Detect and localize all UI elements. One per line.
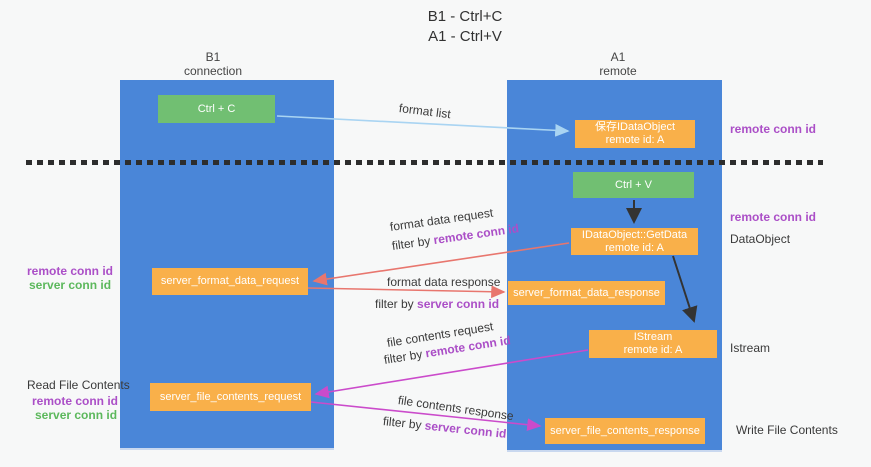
node-save-dataobject-line1: 保存IDataObject: [594, 121, 676, 133]
right-column-name: A1: [610, 50, 626, 64]
node-istream-line1: IStream: [633, 331, 673, 343]
label-read-file-contents: Read File Contents: [27, 378, 130, 392]
diagram-title: B1 - Ctrl+C A1 - Ctrl+V: [385, 7, 545, 47]
arrow-file-contents-request: [314, 349, 589, 399]
label-remote-conn-id-left-2: remote conn id: [32, 394, 119, 408]
label-istream: Istream: [730, 341, 771, 355]
caption-format-data-response: format data response: [387, 275, 501, 289]
node-server-format-data-request-label: server_format_data_request: [160, 275, 300, 287]
node-save-dataobject-line2: remote id: A: [605, 134, 665, 146]
arrow-format-list: [276, 115, 570, 137]
node-server-file-contents-response: server_file_contents_response: [545, 418, 705, 444]
left-column-role: connection: [183, 64, 243, 78]
arrow-format-data-request: [312, 242, 570, 286]
node-server-format-data-response: server_format_data_response: [508, 281, 665, 305]
right-column-header: A1 remote: [558, 50, 678, 78]
title-line-1: B1 - Ctrl+C: [427, 8, 503, 25]
node-getdata-line2: remote id: A: [605, 241, 664, 254]
label-remote-conn-id-top-right: remote conn id: [730, 122, 817, 136]
node-getdata-line1: IDataObject::GetData: [581, 228, 688, 241]
label-remote-conn-id-mid-right: remote conn id: [730, 210, 817, 224]
server-conn-id-text: server conn id: [417, 297, 500, 311]
arrow-format-data-response: [307, 285, 506, 299]
left-column-name: B1: [205, 50, 221, 64]
node-istream: IStream remote id: A: [589, 330, 717, 358]
left-column-header: B1 connection: [153, 50, 273, 78]
label-write-file-contents: Write File Contents: [736, 423, 838, 437]
label-server-conn-id-left-1: server conn id: [29, 278, 112, 292]
node-getdata: IDataObject::GetData remote id: A: [571, 228, 698, 255]
node-server-format-data-response-label: server_format_data_response: [513, 286, 660, 299]
node-ctrl-c-label: Ctrl + C: [197, 102, 236, 115]
arrow-file-contents-response: [310, 401, 542, 432]
node-ctrl-v-label: Ctrl + V: [615, 178, 652, 191]
filter-by-text: filter by: [375, 297, 418, 311]
caption-filter-format-response: filter by server conn id: [375, 297, 499, 311]
dashed-divider: [26, 160, 823, 165]
node-server-file-contents-request: server_file_contents_request: [150, 383, 311, 411]
node-server-format-data-request: server_format_data_request: [152, 268, 308, 295]
node-istream-line2: remote id: A: [623, 344, 683, 356]
node-server-file-contents-response-label: server_file_contents_response: [550, 424, 700, 437]
node-save-dataobject: 保存IDataObject remote id: A: [575, 120, 695, 148]
label-dataobject: DataObject: [730, 232, 791, 246]
label-remote-conn-id-left-1: remote conn id: [27, 264, 114, 278]
node-ctrl-v: Ctrl + V: [573, 172, 694, 198]
title-line-2: A1 - Ctrl+V: [428, 28, 502, 45]
label-server-conn-id-left-2: server conn id: [35, 408, 118, 422]
node-ctrl-c: Ctrl + C: [158, 95, 275, 123]
node-server-file-contents-request-label: server_file_contents_request: [159, 390, 302, 403]
right-column-role: remote: [599, 64, 637, 78]
arrow-getdata-to-istream: [672, 255, 698, 323]
